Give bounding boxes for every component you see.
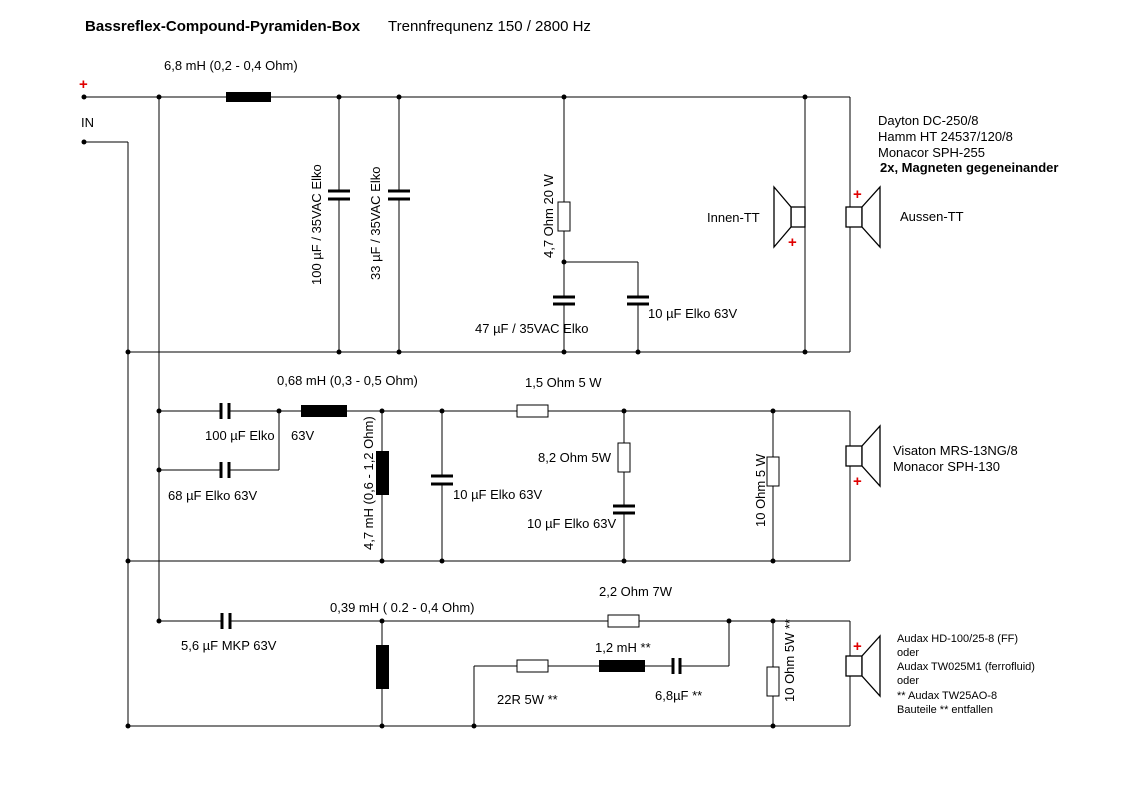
woofer-driver-3: Monacor SPH-255 (878, 145, 985, 160)
outer-woofer-speaker-icon (845, 185, 881, 249)
tweeter-driver-6: Bauteile ** entfallen (897, 704, 993, 716)
tweeter-cap2-label: 6,8µF ** (655, 688, 702, 703)
mid-res-load-label: 10 Ohm 5 W (753, 453, 768, 527)
mid-res-series-label: 1,5 Ohm 5 W (525, 375, 602, 390)
mid-resistor-10 (766, 456, 780, 487)
tweeter-choke-label: 0,39 mH ( 0.2 - 0,4 Ohm) (330, 600, 475, 615)
midrange-section: 100 µF Elko 63V 0,68 mH (0,3 - 0,5 Ohm) … (125, 373, 1018, 564)
woofer-resistor-4-7 (557, 201, 571, 232)
mid-choke-label: 0,68 mH (0,3 - 0,5 Ohm) (277, 373, 418, 388)
diagram-title: Bassreflex-Compound-Pyramiden-Box (85, 18, 361, 35)
woofer-driver-2: Hamm HT 24537/120/8 (878, 129, 1013, 144)
woofer-driver-note: 2x, Magneten gegeneinander (880, 160, 1058, 175)
woofer-cap3-label: 47 µF / 35VAC Elko (475, 321, 588, 336)
tweeter-plus: + (853, 638, 862, 655)
tweeter-resistor-10 (766, 666, 780, 697)
tweeter-res2-label: 22R 5W ** (497, 692, 558, 707)
tweeter-speaker-icon (845, 634, 881, 698)
tweeter-driver-5: ** Audax TW25AO-8 (897, 690, 997, 702)
inner-woofer-speaker-icon (773, 185, 806, 249)
mid-cap1-label-a: 100 µF Elko (205, 428, 275, 443)
input-label: IN (81, 115, 94, 130)
tweeter-driver-1: Audax HD-100/25-8 (FF) (897, 633, 1018, 645)
tweeter-driver-2: oder (897, 647, 919, 659)
woofer-driver-1: Dayton DC-250/8 (878, 113, 978, 128)
tweeter-cap1-label: 5,6 µF MKP 63V (181, 638, 277, 653)
tweeter-choke-1-2mh (599, 660, 645, 672)
mid-resistor-8-2 (617, 442, 631, 473)
mid-cap1-label-b: 63V (291, 428, 314, 443)
mid-driver-2: Monacor SPH-130 (893, 459, 1000, 474)
mid-resistor-1-5 (516, 404, 549, 418)
woofer-cap1-label: 100 µF / 35VAC Elko (309, 164, 324, 285)
mid-plus: + (853, 473, 862, 490)
mid-res-shunt-label: 8,2 Ohm 5W (538, 450, 612, 465)
outer-woofer-label: Aussen-TT (900, 209, 964, 224)
woofer-choke-6-8mh (226, 92, 271, 102)
woofer-cap2-label: 33 µF / 35VAC Elko (368, 167, 383, 280)
tweeter-choke2-label: 1,2 mH ** (595, 640, 651, 655)
tweeter-choke-0-39mh (376, 645, 389, 689)
diagram-subtitle: Trennfrequnenz 150 / 2800 Hz (388, 18, 591, 35)
mid-cap4-label: 10 µF Elko 63V (527, 516, 616, 531)
outer-woofer-plus: + (853, 186, 862, 203)
mid-cap3-label: 10 µF Elko 63V (453, 487, 542, 502)
mid-choke-4-7mh (376, 451, 389, 495)
woofer-section: 6,8 mH (0,2 - 0,4 Ohm) 100 µF / 35VAC El… (84, 58, 1058, 355)
woofer-resistor-label: 4,7 Ohm 20 W (541, 173, 556, 258)
input-plus-sign: + (79, 76, 88, 93)
tweeter-resistor-2-2 (607, 614, 640, 628)
tweeter-driver-4: oder (897, 675, 919, 687)
mid-choke-0-68mh (301, 405, 347, 417)
inner-woofer-plus: + (788, 234, 797, 251)
tweeter-section: 5,6 µF MKP 63V 0,39 mH ( 0.2 - 0,4 Ohm) … (125, 584, 1035, 729)
woofer-cap4-label: 10 µF Elko 63V (648, 306, 737, 321)
mid-choke2-label: 4,7 mH (0,6 - 1,2 Ohm) (361, 416, 376, 550)
tweeter-res1-label: 2,2 Ohm 7W (599, 584, 673, 599)
tweeter-res-load-label: 10 Ohm 5W ** (782, 619, 797, 702)
tweeter-resistor-22r (516, 659, 549, 673)
woofer-choke-label: 6,8 mH (0,2 - 0,4 Ohm) (164, 58, 298, 73)
inner-woofer-label: Innen-TT (707, 210, 760, 225)
mid-cap2-label: 68 µF Elko 63V (168, 488, 257, 503)
midrange-speaker-icon (845, 424, 881, 488)
mid-driver-1: Visaton MRS-13NG/8 (893, 443, 1018, 458)
tweeter-driver-3: Audax TW025M1 (ferrofluid) (897, 661, 1035, 673)
